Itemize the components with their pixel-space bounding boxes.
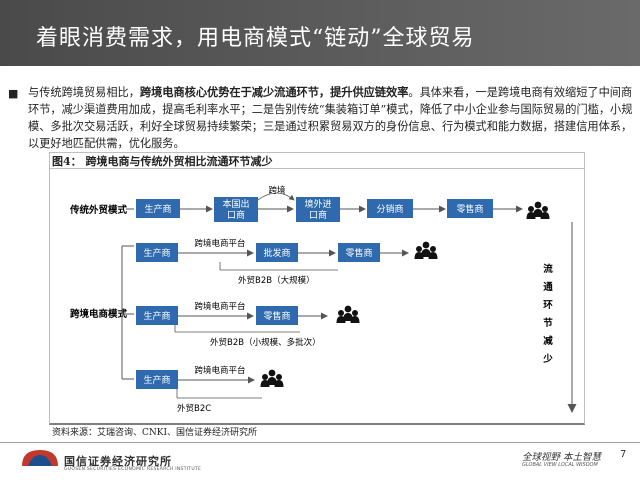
trad-node-distributor-label: 分销商: [376, 203, 403, 215]
page-title: 着眼消费需求，用电商模式“链动”全球贸易: [36, 26, 475, 51]
intro-part2: 。具体来看，一是跨境电商有效缩短了中间商环节，减少渠道费用加成，提高毛利率水平；…: [28, 86, 633, 150]
reduction-char-5: 少: [542, 353, 553, 365]
row2-node-producer-label: 生产商: [143, 310, 170, 322]
logo-name: 国信证券经济研究所: [64, 455, 172, 468]
reduction-char-1: 通: [543, 282, 553, 293]
trad-node-retailer-label: 零售商: [456, 203, 483, 215]
row1-node-producer-label: 生产商: [143, 247, 170, 259]
intro-bold: 跨境电商核心优势在于减少流通环节，提升供应链效率: [139, 85, 409, 99]
reduction-label: 流 通 环 节 减 少: [542, 263, 553, 365]
row1-node-wholesaler-label: 批发商: [263, 247, 290, 259]
cross-border-label: 跨境: [268, 185, 286, 196]
row1-node-wholesaler: [256, 243, 298, 262]
figure-title: 图4： 跨境电商与传统外贸相比流通环节减少: [52, 155, 273, 168]
figure-frame: [49, 152, 585, 425]
row2-node-producer: [136, 306, 178, 325]
slogan: 全球视野 本土智慧: [522, 452, 602, 463]
row2-node-retailer: [256, 306, 298, 325]
consumers-icon-row3: [260, 369, 284, 387]
row1-node-retailer-label: 零售商: [345, 247, 372, 259]
intro-part1: 与传统跨境贸易相比，: [28, 86, 140, 99]
trad-node-exporter: [214, 197, 258, 222]
traditional-mode-label: 传统外贸模式: [69, 204, 128, 216]
trad-node-importer: [296, 197, 340, 222]
consumers-icon-row1: [414, 241, 438, 259]
trad-node-producer-label: 生产商: [144, 203, 171, 215]
consumers-icon-traditional: [526, 201, 550, 219]
row3-caption: 外贸B2C: [177, 403, 211, 414]
row2-caption: 外贸B2B（小规模、多批次）: [210, 337, 321, 348]
reduction-char-4: 减: [543, 335, 553, 347]
slogan-sub: GLOBAL VIEW LOCAL WISDOM: [522, 462, 598, 468]
trad-node-producer: [136, 199, 180, 218]
cross-border-arc: [257, 192, 295, 201]
row3-node-producer-label: 生产商: [143, 374, 170, 386]
logo-subtitle: GUOSEN SECURITIES ECONOMIC RESEARCH INST…: [64, 467, 202, 472]
footer-divider: [0, 442, 640, 443]
trad-node-importer-label-a: 境外进: [304, 198, 331, 210]
row3-node-producer: [136, 370, 178, 389]
trad-node-exporter-label-a: 本国出: [222, 198, 249, 210]
intro-paragraph: ■ 与传统跨境贸易相比，跨境电商核心优势在于减少流通环节，提升供应链效率。具体来…: [8, 84, 636, 152]
page-number: 7: [620, 449, 627, 460]
crossborder-mode-label: 跨境电商模式: [70, 308, 128, 320]
source-note: 资料来源：艾瑞咨询、CNKI、国信证券经济研究所: [52, 428, 258, 438]
row2-platform-label: 跨境电商平台: [194, 301, 245, 312]
row3-platform-label: 跨境电商平台: [194, 365, 245, 376]
trad-node-importer-label-b: 口商: [309, 209, 327, 221]
title-bar: [0, 0, 640, 66]
row1-node-producer: [136, 243, 178, 262]
trad-node-distributor: [367, 199, 413, 218]
reduction-char-2: 环: [543, 300, 553, 311]
trad-node-exporter-label-b: 口商: [227, 209, 245, 221]
consumers-icon-row2: [336, 305, 360, 323]
row1-platform-label: 跨境电商平台: [194, 238, 245, 249]
row1-node-retailer: [338, 243, 380, 262]
guosen-logo-icon: [22, 450, 58, 466]
figure-title-divider: [49, 168, 585, 169]
bullet-square-icon: ■: [8, 87, 19, 100]
reduction-char-3: 节: [543, 317, 553, 329]
row1-caption: 外贸B2B（大规模）: [238, 275, 315, 286]
reduction-char-0: 流: [543, 263, 553, 275]
row2-node-retailer-label: 零售商: [263, 310, 290, 322]
trad-node-retailer: [447, 199, 493, 218]
